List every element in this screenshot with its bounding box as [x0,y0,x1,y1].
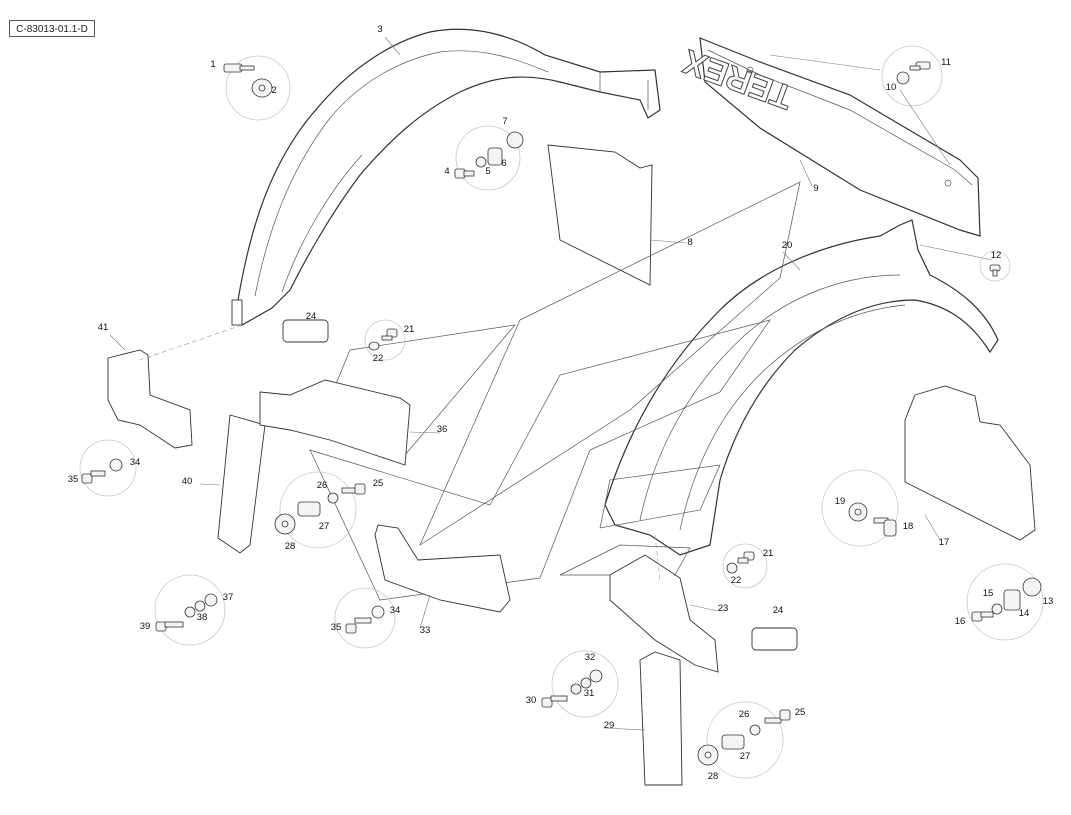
callout-c35a: 35 [68,474,79,485]
callout-c25a: 25 [373,478,384,489]
callout-c24a: 24 [306,311,317,322]
callout-c28a: 28 [285,541,296,552]
part-8-panel [547,144,653,286]
callout-c35b: 35 [331,622,342,633]
callout-c23: 23 [718,603,729,614]
leader-lines [109,36,993,731]
hardware-detail-circles [79,45,1044,779]
callout-c3: 3 [377,24,382,35]
callout-c4: 4 [444,166,449,177]
callout-c27b: 27 [740,751,751,762]
part-24-pad-right [751,627,798,651]
part-29-bracket [639,651,683,786]
callout-c34b: 34 [390,605,401,616]
drawing-code-box: C-83013-01.1-D [9,20,95,37]
part-40-bracket [217,414,266,554]
hardware-parts [81,61,1042,766]
callout-c1: 1 [210,59,215,70]
callout-c21a: 21 [404,324,415,335]
callout-c40: 40 [182,476,193,487]
callout-c22b: 22 [731,575,742,586]
callout-c22a: 22 [373,353,384,364]
callout-c25b: 25 [795,707,806,718]
callout-c18: 18 [903,521,914,532]
callout-c20: 20 [782,240,793,251]
part-24-pad-left [282,319,329,343]
callout-c21b: 21 [763,548,774,559]
callout-c29: 29 [604,720,615,731]
part-20-right-fender [604,219,999,556]
callout-c28b: 28 [708,771,719,782]
callout-c24b: 24 [773,605,784,616]
callout-c11: 11 [941,57,951,68]
callout-c38: 38 [197,612,208,623]
callout-c13: 13 [1043,596,1054,607]
callout-c17: 17 [939,537,950,548]
callout-c5: 5 [485,166,490,177]
part-41-bracket [107,349,193,449]
callout-c19: 19 [835,496,846,507]
callout-c9: 9 [813,183,818,194]
callout-c41: 41 [98,322,109,333]
callout-c30: 30 [526,695,537,706]
callout-c15: 15 [983,588,994,599]
part-3-left-fender [231,28,661,326]
callout-c7: 7 [502,116,507,127]
callout-c6: 6 [501,158,506,169]
callout-c27a: 27 [319,521,330,532]
callout-c12: 12 [991,250,1002,261]
part-36-plate [259,379,411,466]
callout-c26b: 26 [739,709,750,720]
callout-c10: 10 [886,82,897,93]
callout-c16: 16 [955,616,966,627]
callout-c33: 33 [420,625,431,636]
part-9-nameplate: TEREX [677,37,981,237]
part-17-box [904,385,1036,541]
callout-c8: 8 [687,237,692,248]
part-23-plate [609,554,719,673]
callout-c34a: 34 [130,457,141,468]
callout-c2: 2 [271,85,276,96]
callout-c26a: 26 [317,480,328,491]
callout-c36: 36 [437,424,448,435]
callout-c14: 14 [1019,608,1030,619]
callout-c31: 31 [584,688,595,699]
callout-c39: 39 [140,621,151,632]
part-33-bracket [374,524,511,613]
callout-c37: 37 [223,592,234,603]
callout-c32: 32 [585,652,596,663]
